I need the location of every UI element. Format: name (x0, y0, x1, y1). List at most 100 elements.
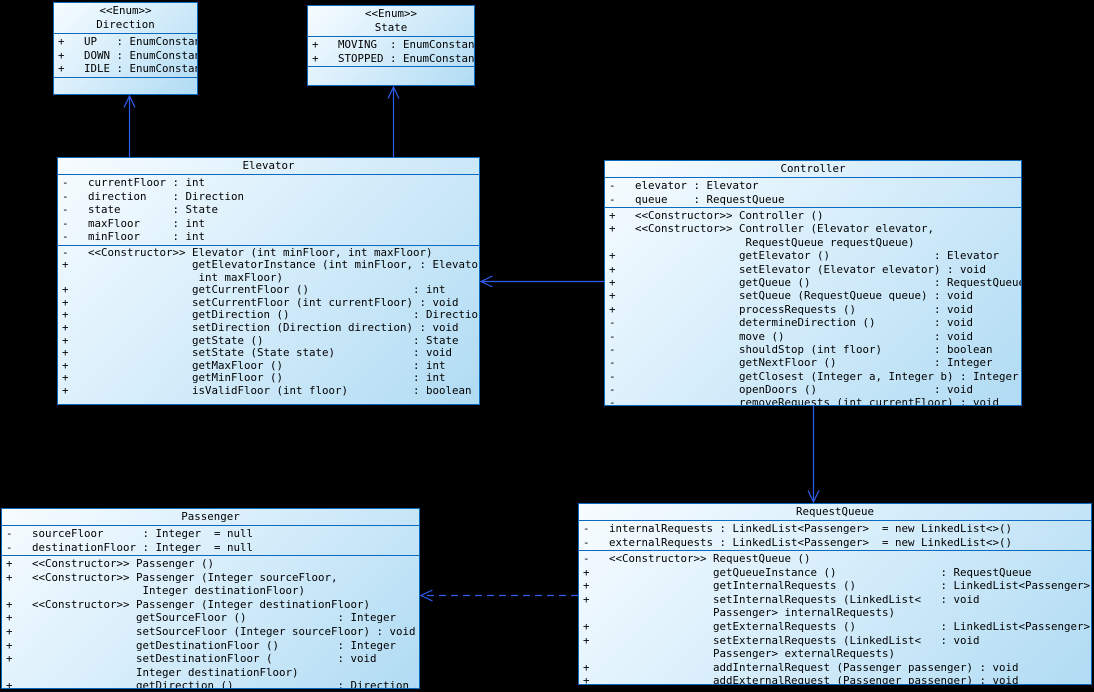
class-title-section: Controller (605, 161, 1021, 177)
uml-text-line: - shouldStop (int floor) : boolean (609, 342, 993, 356)
methods-section: - <<Constructor>> RequestQueue ()+ getQu… (579, 550, 1091, 684)
attributes-section: - internalRequests : LinkedList<Passenge… (579, 520, 1091, 550)
methods-section: - <<Constructor>> Elevator (int minFloor… (58, 244, 479, 405)
uml-text-line: + getState () : State (62, 333, 459, 347)
uml-text-line: + isValidFloor (int floor) : boolean (62, 384, 472, 398)
uml-text-line: + setElevator (Elevator elevator) : void (609, 262, 987, 276)
uml-text-line: + MOVING : EnumConstant (312, 38, 474, 51)
uml-text-line: - externalRequests : LinkedList<Passenge… (583, 535, 1013, 549)
uml-text-line: + STOPPED : EnumConstant (312, 51, 474, 65)
uml-text-line: + setState (State state) : void (62, 346, 453, 360)
open-arrowhead-icon (419, 589, 433, 602)
uml-text-line: Integer destinationFloor) (6, 665, 299, 679)
uml-text-line: Passenger> internalRequests) (583, 606, 896, 620)
uml-text-line: + getQueueInstance () : RequestQueue (583, 565, 1032, 579)
class-title-text: Controller (780, 162, 846, 175)
uml-text-line: + setDirection (Direction direction) : v… (62, 321, 459, 335)
uml-text-line: + getDirection () : Direction (62, 308, 479, 322)
uml-text-line: + getMinFloor () : int (62, 371, 446, 385)
uml-text-line: + setCurrentFloor (int currentFloor) : v… (62, 295, 459, 309)
class-title-text: <<Enum>> (99, 4, 152, 17)
uml-text-line: - maxFloor : int (62, 216, 206, 230)
attributes-section: + MOVING : EnumConstant+ STOPPED : EnumC… (308, 36, 474, 66)
attributes-section: - sourceFloor : Integer = null- destinat… (2, 525, 419, 555)
methods-section (54, 76, 197, 95)
class-box-controller[interactable]: Controller - elevator : Elevator- queue … (604, 160, 1022, 406)
uml-text-line: + addExternalRequest (Passenger passenge… (583, 674, 1019, 684)
connector-elevator-to-state[interactable] (387, 85, 400, 157)
class-title-section: RequestQueue (579, 504, 1091, 520)
class-title-text: Elevator (242, 159, 295, 172)
uml-text-line: - getNextFloor () : Integer (609, 356, 993, 370)
uml-text-line: + <<Constructor>> Passenger (Integer des… (6, 597, 371, 611)
uml-text-line: int maxFloor) (62, 270, 284, 284)
uml-text-line: - removeRequests (int currentFloor) : vo… (609, 396, 1000, 405)
class-box-state[interactable]: <<Enum>>State + MOVING : EnumConstant+ S… (307, 5, 475, 86)
class-title-text: <<Enum>> (364, 7, 417, 20)
uml-text-line: - <<Constructor>> RequestQueue () (583, 552, 811, 565)
uml-text-line: + getCurrentFloor () : int (62, 283, 446, 297)
uml-text-line: + setExternalRequests (LinkedList< : voi… (583, 633, 980, 647)
uml-text-line: + UP : EnumConstant (58, 35, 197, 48)
uml-text-line: + setSourceFloor (Integer sourceFloor) :… (6, 624, 416, 638)
uml-text-line: Passenger> externalRequests) (583, 647, 896, 661)
uml-text-line: - sourceFloor : Integer = null (6, 527, 254, 540)
class-box-passenger[interactable]: Passenger - sourceFloor : Integer = null… (1, 508, 420, 689)
class-box-direction[interactable]: <<Enum>>Direction + UP : EnumConstant+ D… (53, 2, 198, 95)
methods-section (308, 66, 474, 85)
uml-text-line: - elevator : Elevator (609, 179, 759, 192)
uml-text-line: - state : State (62, 203, 219, 216)
methods-section: + <<Constructor>> Passenger ()+ <<Constr… (2, 555, 419, 688)
uml-text-line: + getDestinationFloor () : Integer (6, 638, 397, 652)
class-title-section: Elevator (58, 158, 479, 174)
uml-text-line: + DOWN : EnumConstant (58, 48, 197, 62)
uml-text-line: + getQueue () : RequestQueue (609, 275, 1021, 289)
uml-text-line: + getSourceFloor () : Integer (6, 611, 397, 625)
class-title-text: Passenger (181, 510, 240, 523)
uml-text-line: - <<Constructor>> Elevator (int minFloor… (62, 245, 433, 259)
uml-text-line: - determineDirection () : void (609, 316, 974, 330)
uml-text-line: + setDestinationFloor ( : void (6, 652, 377, 666)
open-arrowhead-icon (387, 85, 400, 99)
class-box-elevator[interactable]: Elevator - currentFloor : int- direction… (57, 157, 480, 405)
uml-text-line: + <<Constructor>> Controller () (609, 209, 824, 222)
uml-text-line: - internalRequests : LinkedList<Passenge… (583, 522, 1013, 535)
uml-text-line: + <<Constructor>> Passenger (Integer sou… (6, 570, 338, 584)
uml-text-line: - currentFloor : int (62, 176, 206, 189)
attributes-section: - elevator : Elevator- queue : RequestQu… (605, 177, 1021, 207)
open-arrowhead-icon (807, 490, 820, 504)
uml-text-line: + getDirection () : Direction (6, 679, 410, 688)
class-title-section: <<Enum>>Direction (54, 3, 197, 33)
uml-text-line: + getMaxFloor () : int (62, 358, 446, 372)
class-title-section: Passenger (2, 509, 419, 525)
class-title-text: State (374, 21, 408, 34)
uml-text-line: Integer destinationFloor) (6, 584, 306, 598)
uml-text-line: + addInternalRequest (Passenger passenge… (583, 660, 1019, 674)
uml-text-line: - queue : RequestQueue (609, 192, 785, 206)
uml-text-line: + getInternalRequests () : LinkedList<Pa… (583, 579, 1091, 593)
uml-text-line: - move () : void (609, 329, 974, 343)
uml-text-line: - openDoors () : void (609, 383, 974, 397)
class-title-section: <<Enum>>State (308, 6, 474, 36)
uml-text-line: - destinationFloor : Integer = null (6, 540, 254, 554)
connector-controller-to-elevator[interactable] (479, 275, 604, 288)
uml-text-line: + getExternalRequests () : LinkedList<Pa… (583, 619, 1091, 633)
uml-text-line: + getElevatorInstance (int minFloor, : E… (62, 258, 479, 272)
uml-text-line: - getClosest (Integer a, Integer b) : In… (609, 369, 1019, 383)
uml-text-line: + processRequests () : void (609, 302, 974, 316)
uml-text-line: + getElevator () : Elevator (609, 249, 1000, 263)
class-title-text: RequestQueue (795, 505, 874, 518)
uml-text-line: - minFloor : int (62, 230, 206, 243)
connector-controller-to-requestqueue[interactable] (807, 406, 820, 504)
attributes-section: + UP : EnumConstant+ DOWN : EnumConstant… (54, 33, 197, 77)
attributes-section: - currentFloor : int- direction : Direct… (58, 174, 479, 245)
class-box-requestqueue[interactable]: RequestQueue - internalRequests : Linked… (578, 503, 1092, 685)
methods-section: + <<Constructor>> Controller ()+ <<Const… (605, 207, 1021, 405)
connector-elevator-to-direction[interactable] (123, 94, 136, 157)
uml-text-line: RequestQueue requestQueue) (609, 235, 915, 249)
open-arrowhead-icon (123, 94, 136, 108)
connector-requestqueue-to-passenger[interactable] (419, 589, 578, 602)
uml-text-line: + setInternalRequests (LinkedList< : voi… (583, 592, 980, 606)
uml-text-line: - direction : Direction (62, 189, 245, 203)
uml-text-line: + setQueue (RequestQueue queue) : void (609, 289, 974, 303)
